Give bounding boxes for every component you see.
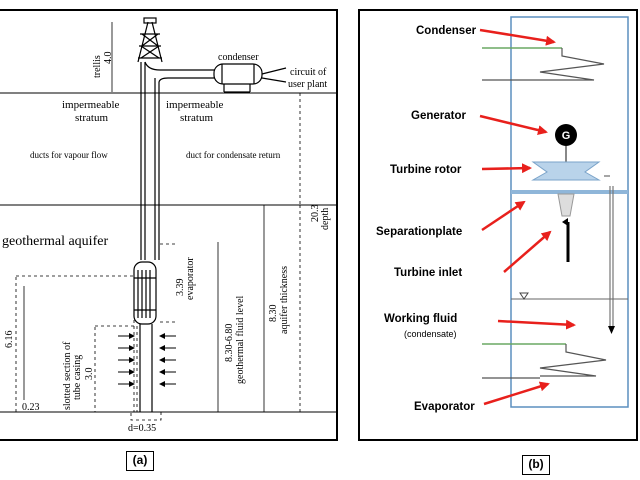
label-aquifer-thick-value: 8.30 [268,305,279,323]
callout-arrows [479,28,576,406]
turbine-rotor-blades [531,161,601,181]
inflow-arrows [118,333,176,387]
label-fluid-level: geothermal fluid level [235,295,246,384]
label-turbine-inlet: Turbine inlet [394,267,462,279]
condensate-drip [608,326,615,334]
evaporator-unit [133,261,157,325]
trellis-derrick [137,17,163,63]
fluid-level-marker [519,292,529,300]
label-geothermal-aquifer: geothermal aquifer [2,234,108,249]
panel-b-heat-pipe-turbine [358,9,638,441]
label-stratum-left: stratum [75,112,108,124]
generator-circle [555,124,577,146]
label-condenser-b: Condenser [416,25,477,37]
caption-b: (b) [522,455,550,475]
label-generator: Generator [411,110,466,122]
label-working-fluid: Working fluid [384,313,457,325]
label-slotted-1: slotted section of [62,341,73,410]
label-dim-616: 6.16 [4,331,15,349]
label-evaporator-value: 3.39 [175,279,186,297]
separation-plate [511,190,628,194]
label-diameter: d=0.35 [128,423,156,434]
label-impermeable-left: impermeable [62,99,120,111]
turbine-inlet-nozzle [557,193,575,217]
caption-a: (a) [126,451,154,471]
label-trellis-height: 4.0 [103,52,114,65]
generator-symbol: G [562,130,571,142]
label-depth-value: 20.3 [310,205,321,223]
label-ducts-vapour: ducts for vapour flow [30,150,108,160]
label-fluid-level-value: 8.30-6.80 [224,324,235,362]
evaporator-coil [482,343,607,379]
dimension-guides [15,93,301,421]
label-circuit: circuit of [290,67,327,78]
label-slotted-value: 3.0 [84,368,95,381]
label-turbine-rotor: Turbine rotor [390,164,462,176]
label-depth: depth [320,208,331,230]
label-aquifer-thickness: aquifer thickness [279,266,290,334]
label-condenser-a: condenser [218,52,259,63]
condenser-vessel [213,63,287,93]
label-evaporator-b: Evaporator [414,401,475,413]
vapour-ducts [140,61,214,260]
label-evaporator-a: evaporator [185,257,196,300]
label-condensate: (condensate) [404,329,457,339]
label-impermeable-right: impermeable [166,99,224,111]
label-separation-plate: Separationplate [376,226,462,238]
label-slotted-2: tube casing [72,355,83,400]
label-dim-023: 0.23 [22,402,40,413]
label-user-plant: user plant [288,79,327,90]
condenser-coil [482,47,605,81]
label-duct-condensate: duct for condensate return [186,150,281,160]
label-trellis: trellis [92,55,103,78]
label-stratum-right: stratum [180,112,213,124]
